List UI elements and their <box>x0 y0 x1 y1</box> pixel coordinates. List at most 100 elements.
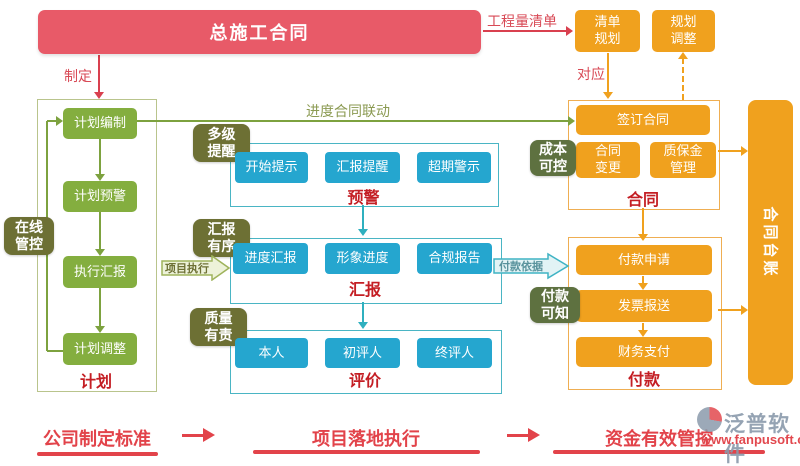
bottom-bar-3 <box>553 450 765 454</box>
bottom-arrow-1-head <box>203 428 215 442</box>
evaluate-item-1-label: 本人 <box>258 344 285 360</box>
project-exec-arrow-shape <box>161 255 230 281</box>
warning-section-frame <box>230 143 499 207</box>
report-item-2-box: 形象进度 <box>325 243 400 274</box>
arrow-make-line <box>98 55 100 93</box>
boq-annotation: 工程量清单 <box>487 13 557 29</box>
warning-item-2-box: 汇报提醒 <box>325 152 400 183</box>
contract-change-label: 合同变更 <box>594 143 621 175</box>
watermark-brand: 泛普软件 <box>724 413 790 466</box>
plan-step-1-box: 计划编制 <box>63 108 137 139</box>
warranty-mgmt-label: 质保金管理 <box>663 143 703 175</box>
report-section-label: 汇报 <box>348 282 381 299</box>
online-control-tag: 在线管控 <box>4 217 54 255</box>
arrow-map-head <box>603 92 613 99</box>
invoice-submit-label: 发票报送 <box>617 297 670 313</box>
arrow-contract-payment-line <box>642 208 644 235</box>
master-contract-banner: 总施工合同 <box>38 10 481 54</box>
feedback-top-line <box>47 120 57 122</box>
orderly-report-tag: 汇报有序 <box>193 219 250 257</box>
project-exec-arrow: 项目执行 <box>161 255 230 281</box>
report-item-1-box: 进度汇报 <box>233 243 308 274</box>
bottom-step-3: 资金有效管控 <box>605 429 713 449</box>
bottom-bar-2 <box>253 450 480 454</box>
plan-step-2-label: 计划预警 <box>73 188 126 204</box>
plan-step-2-box: 计划预警 <box>63 181 137 212</box>
arrow-plan-2-line <box>99 212 101 250</box>
bottom-step-2: 项目落地执行 <box>312 429 420 449</box>
arrow-pay-2-line <box>642 323 644 331</box>
watermark-url: www.fanpusoft.com <box>701 432 800 447</box>
arrow-pay-2-head <box>638 330 648 337</box>
project-exec-arrow-label: 项目执行 <box>165 261 209 275</box>
warranty-mgmt-box: 质保金管理 <box>650 142 716 178</box>
master-contract-title: 总施工合同 <box>209 23 310 43</box>
arrow-boq-head <box>566 26 573 36</box>
contract-ledger-box: 合同台账 <box>748 100 793 385</box>
feedback-bottom-line <box>47 350 63 352</box>
contract-ledger-label: 合同台账 <box>761 206 779 279</box>
plan-section-label: 计划 <box>79 374 112 391</box>
map-annotation: 对应 <box>577 66 605 82</box>
warning-item-1-label: 开始提示 <box>245 159 298 175</box>
list-planning-label: 清单规划 <box>594 14 621 46</box>
arrow-pay-1-line <box>642 276 644 284</box>
evaluate-item-3-label: 终评人 <box>434 344 474 360</box>
finance-pay-box: 财务支付 <box>576 337 712 367</box>
online-control-label: 在线管控 <box>14 218 43 253</box>
plan-step-3-label: 执行汇报 <box>73 263 126 279</box>
evaluate-item-2-box: 初评人 <box>325 338 400 368</box>
plan-adjust-label: 规划调整 <box>670 14 697 46</box>
warning-item-2-label: 汇报提醒 <box>336 159 389 175</box>
arrow-map-line <box>607 53 609 93</box>
arrow-plan-1-head <box>95 174 105 181</box>
evaluate-section-frame <box>230 330 502 394</box>
arrow-adjust-dashed-line <box>682 58 684 100</box>
arrow-contract-ledger-line <box>718 150 742 152</box>
arrow-report-evaluate-line <box>362 302 364 323</box>
arrow-linkage-head <box>568 116 575 126</box>
report-item-1-label: 进度汇报 <box>244 250 297 266</box>
invoice-submit-box: 发票报送 <box>576 290 712 322</box>
arrow-contract-ledger-head <box>741 146 748 156</box>
cost-control-label: 成本可控 <box>538 140 567 175</box>
evaluate-section-label: 评价 <box>348 373 381 390</box>
report-item-3-label: 合规报告 <box>428 250 481 266</box>
quality-duty-label: 质量有责 <box>204 309 233 344</box>
arrow-linkage-line <box>137 120 569 122</box>
contract-change-box: 合同变更 <box>576 142 640 178</box>
arrow-payment-ledger-line <box>718 309 742 311</box>
evaluate-item-1-box: 本人 <box>235 338 308 368</box>
arrow-boq-line <box>483 30 567 32</box>
plan-step-4-label: 计划调整 <box>73 340 126 356</box>
plan-step-4-box: 计划调整 <box>63 333 137 365</box>
report-item-2-label: 形象进度 <box>336 250 389 266</box>
multi-level-remind-label: 多级提醒 <box>207 125 236 160</box>
sign-contract-box: 签订合同 <box>576 105 710 135</box>
evaluate-item-3-box: 终评人 <box>417 338 492 368</box>
arrow-warning-report-line <box>362 205 364 229</box>
report-item-3-box: 合规报告 <box>417 243 492 274</box>
plan-step-1-label: 计划编制 <box>73 115 126 131</box>
pay-known-label: 付款可知 <box>540 287 569 322</box>
arrow-adjust-head <box>678 52 688 59</box>
finance-pay-label: 财务支付 <box>617 343 670 359</box>
arrow-contract-payment-head <box>638 234 648 241</box>
pay-basis-arrow-shape <box>493 252 570 280</box>
warning-item-3-label: 超期警示 <box>427 159 480 175</box>
bottom-step-1: 公司制定标准 <box>43 429 151 449</box>
plan-adjust-box: 规划调整 <box>652 10 715 52</box>
warning-section-label: 预警 <box>347 190 380 207</box>
make-annotation: 制定 <box>64 68 92 84</box>
quality-duty-tag: 质量有责 <box>190 308 247 346</box>
pay-basis-arrow: 付款依据 <box>493 252 570 280</box>
arrow-pay-1-head <box>638 283 648 290</box>
plan-step-3-box: 执行汇报 <box>63 256 137 288</box>
contract-section-label: 合同 <box>626 192 659 209</box>
linkage-annotation: 进度合同联动 <box>306 103 390 119</box>
orderly-report-label: 汇报有序 <box>207 220 236 255</box>
arrow-plan-2-head <box>95 249 105 256</box>
list-planning-box: 清单规划 <box>575 10 640 52</box>
arrow-plan-3-line <box>99 288 101 327</box>
